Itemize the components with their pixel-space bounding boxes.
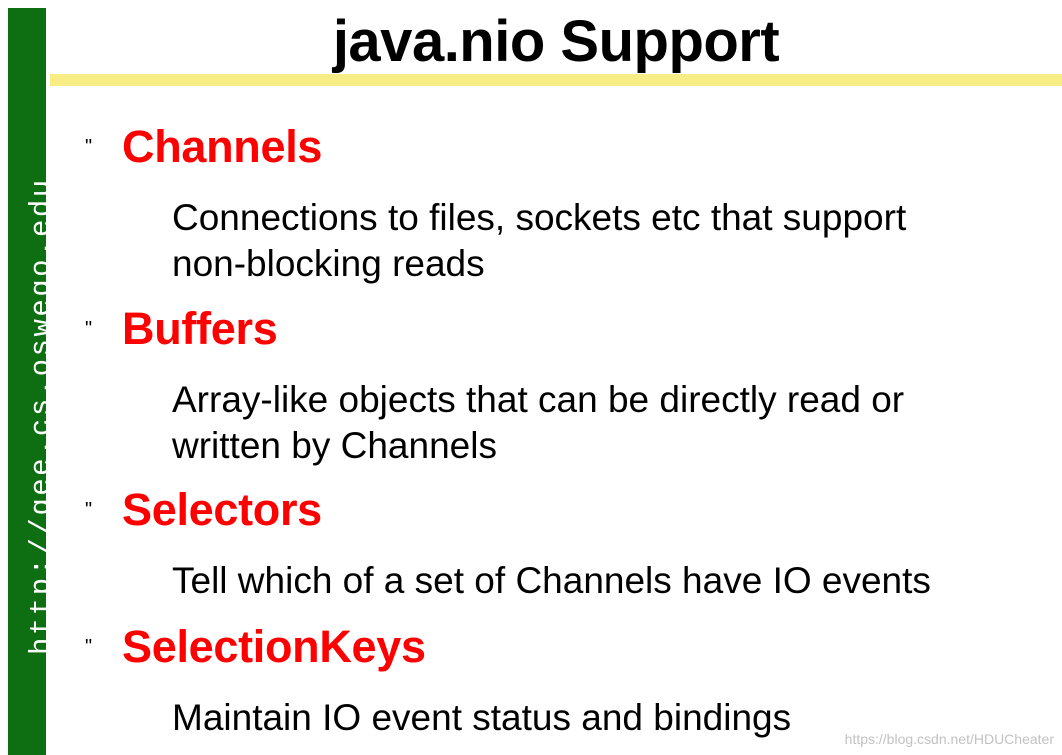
bullet-marker: " [85, 136, 93, 158]
bullet-heading-channels: Channels [122, 121, 323, 172]
watermark-text: https://blog.csdn.net/HDUCheater [844, 731, 1054, 747]
bullet-heading-selectors: Selectors [122, 484, 322, 535]
bullet-marker: " [85, 318, 93, 340]
slide-title: java.nio Support [332, 9, 780, 74]
bullet-desc-channels-line2: non-blocking reads [172, 243, 485, 284]
bullet-marker: " [85, 499, 93, 521]
bullet-desc-selectionkeys-line1: Maintain IO event status and bindings [172, 697, 792, 738]
bullet-desc-selectors-line1: Tell which of a set of Channels have IO … [172, 560, 931, 601]
bullet-marker: " [85, 636, 93, 658]
bullet-desc-buffers-line2: written by Channels [172, 425, 497, 466]
title-underline-bar [50, 74, 1062, 86]
bullet-desc-channels-line1: Connections to files, sockets etc that s… [172, 197, 907, 238]
sidebar-bar [8, 8, 46, 755]
bullet-desc-buffers-line1: Array-like objects that can be directly … [172, 379, 905, 420]
bullet-heading-selectionkeys: SelectionKeys [122, 621, 426, 672]
bullet-heading-buffers: Buffers [122, 303, 278, 354]
sidebar-url-text: http://gee.cs.oswego.edu [25, 177, 58, 655]
